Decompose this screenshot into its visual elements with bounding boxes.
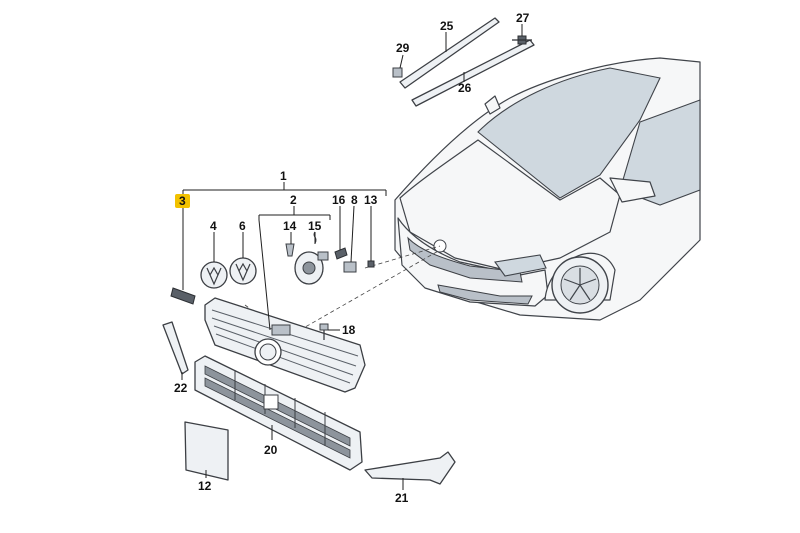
trim-strip-21 [364, 451, 456, 485]
callout-22: 22 [174, 381, 188, 395]
clip-29 [392, 67, 403, 78]
callout-16: 16 [332, 193, 346, 207]
callout-8: 8 [351, 193, 358, 207]
roof-strips [392, 17, 535, 107]
callout-29: 29 [396, 41, 410, 55]
fastener-14 [285, 243, 295, 257]
callout-2: 2 [290, 193, 297, 207]
callout-18: 18 [342, 323, 356, 337]
callout-3-highlight [175, 194, 190, 208]
callout-27: 27 [516, 11, 530, 25]
roof-strip-26 [411, 39, 535, 107]
roof-strip-25 [399, 17, 500, 89]
callout-labels: 25 27 29 26 1 3 2 16 8 13 4 6 14 15 18 2… [174, 11, 530, 505]
callout-12: 12 [198, 479, 212, 493]
callout-15: 15 [308, 219, 322, 233]
callout-21: 21 [395, 491, 409, 505]
lower-grille [194, 355, 363, 471]
callout-25: 25 [440, 19, 454, 33]
callout-6: 6 [239, 219, 246, 233]
badge-strip-3 [170, 287, 196, 305]
camera-housing [294, 251, 329, 285]
licence-plate-bracket [184, 421, 229, 481]
callout-4: 4 [210, 219, 217, 233]
screw-13 [367, 260, 375, 268]
callout-1: 1 [280, 169, 287, 183]
emblem-4 [200, 261, 228, 289]
callout-3: 3 [179, 194, 186, 208]
leader-lines [181, 24, 523, 490]
callout-20: 20 [264, 443, 278, 457]
screw-18 [319, 323, 329, 340]
fastener-16 [334, 247, 348, 260]
callout-14: 14 [283, 219, 297, 233]
bracket-8 [343, 261, 357, 273]
callout-13: 13 [364, 193, 378, 207]
emblem-6 [229, 257, 257, 285]
side-trim-22 [162, 321, 189, 375]
callout-26: 26 [458, 81, 472, 95]
radiator-grille [204, 297, 366, 393]
car-illustration [394, 57, 701, 321]
